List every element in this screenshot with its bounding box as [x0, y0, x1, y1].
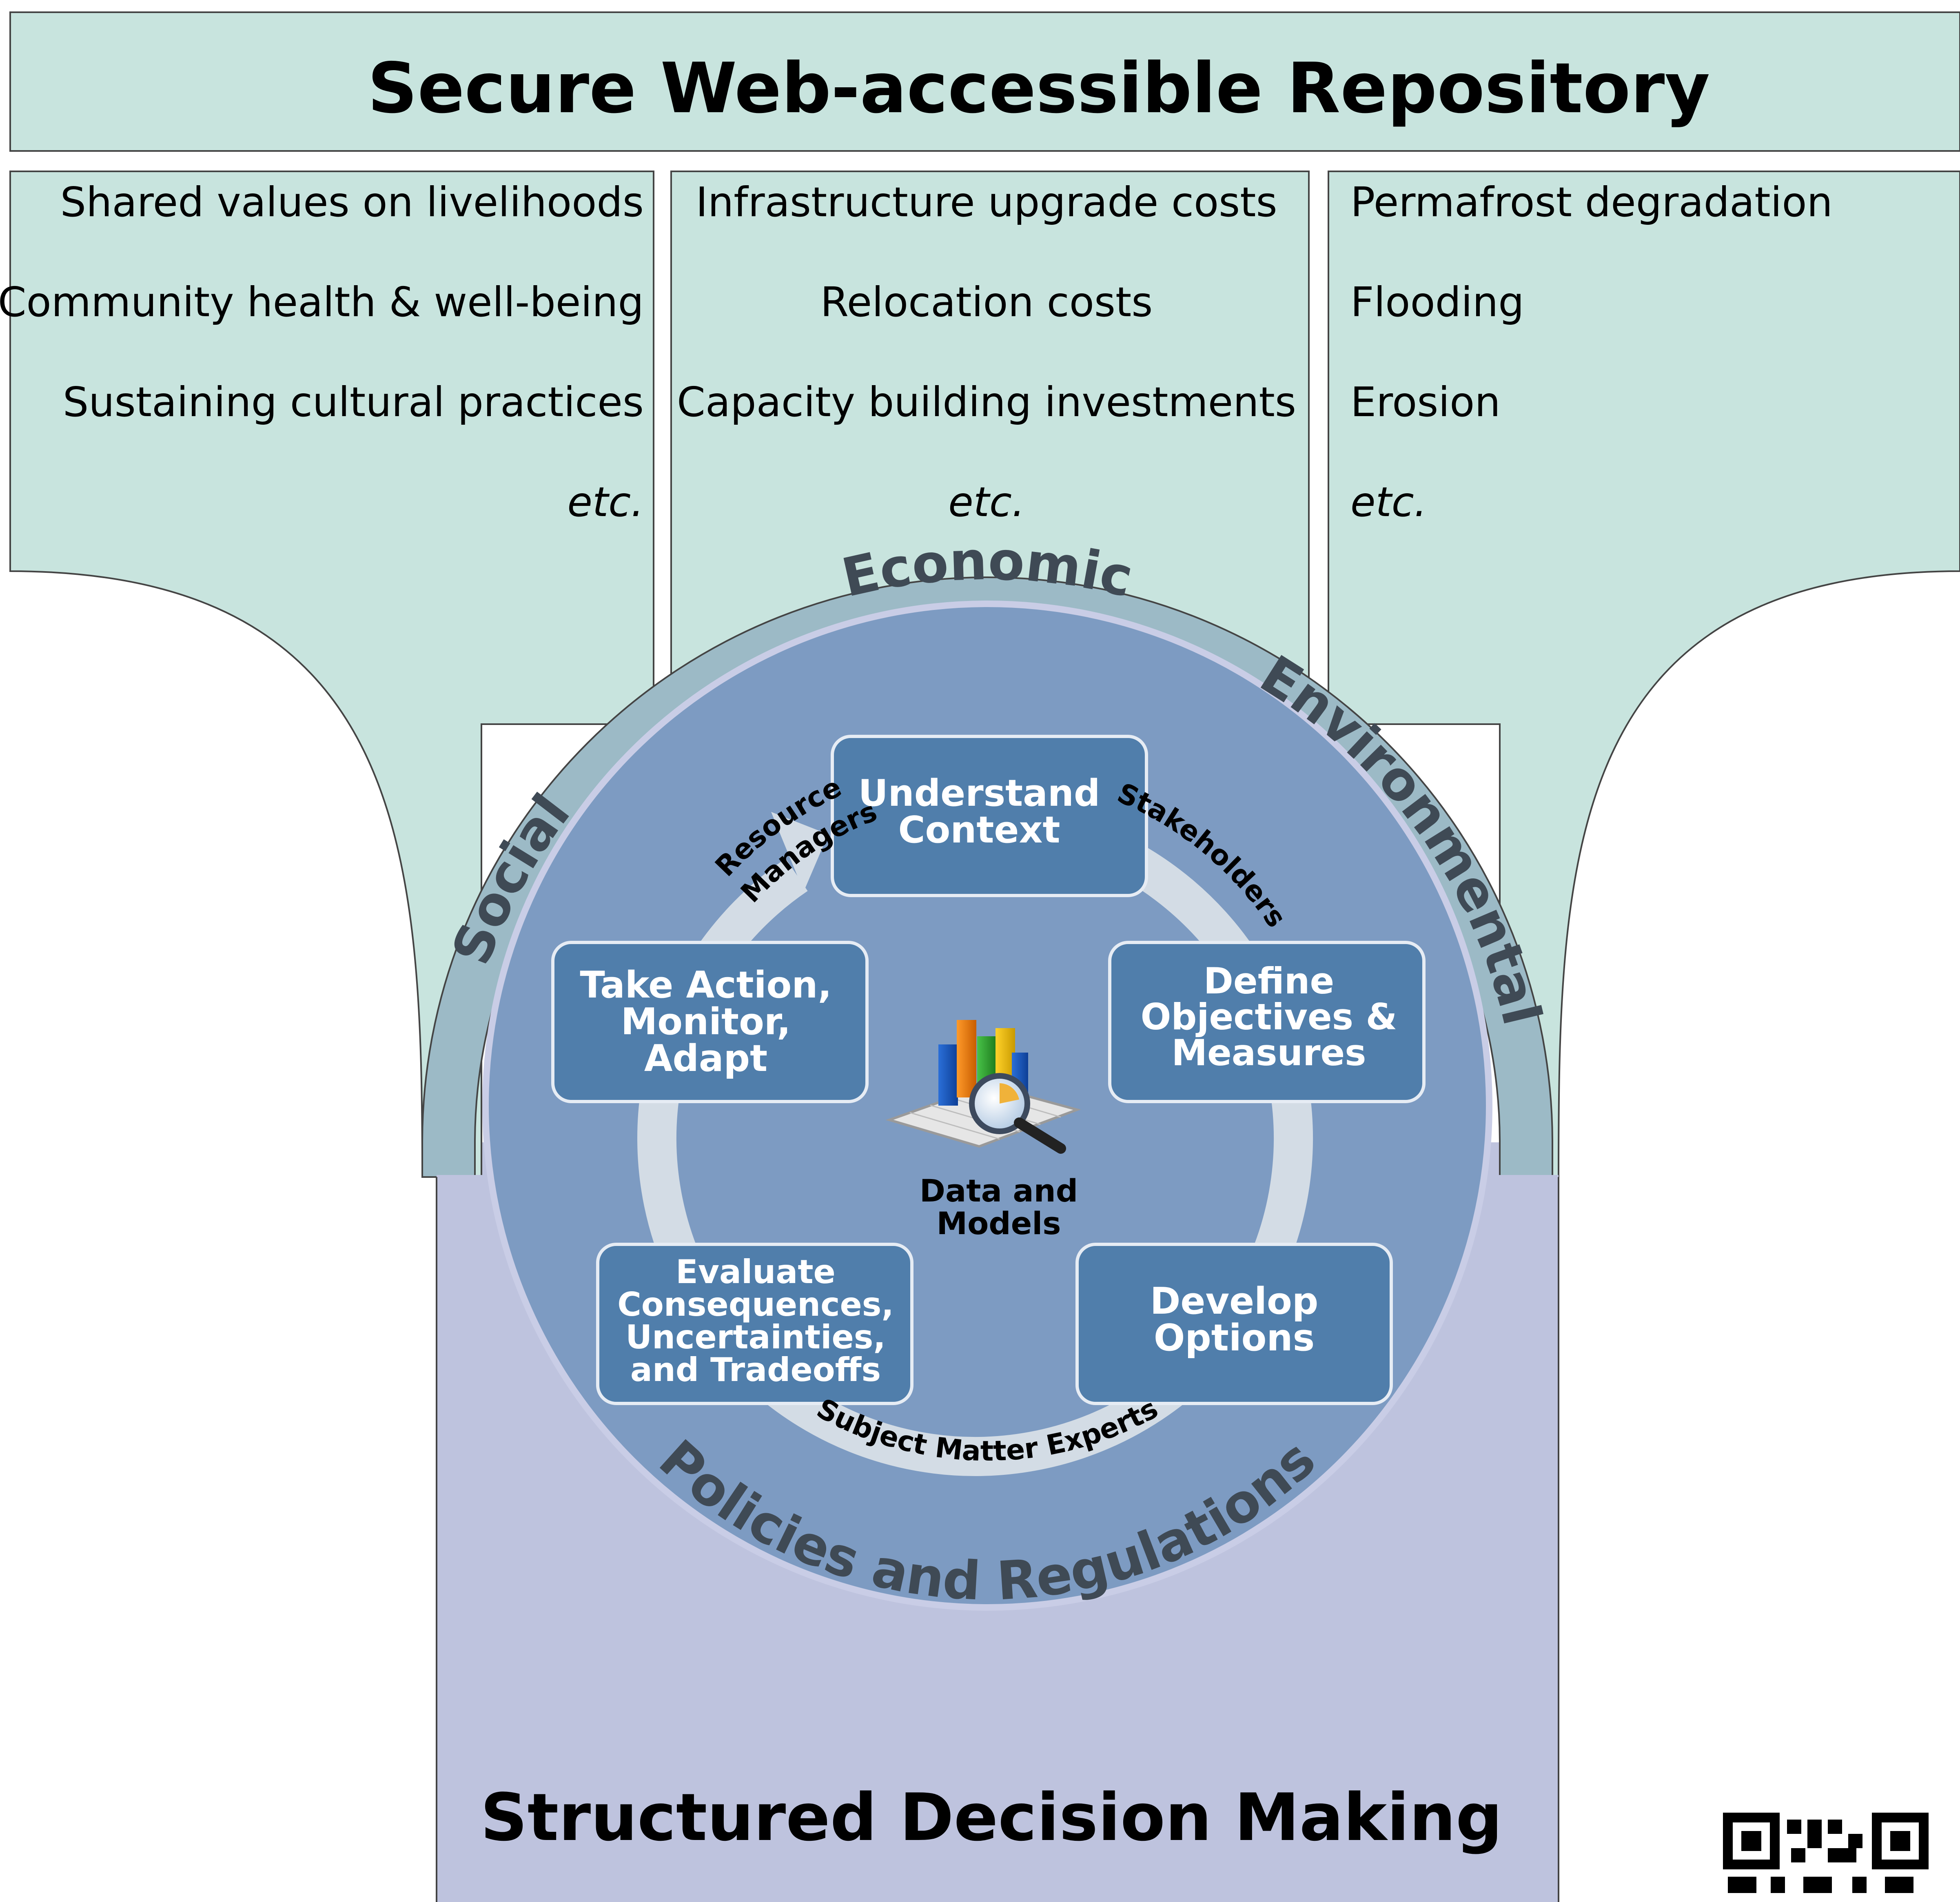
step-develop-options: Develop Options	[1075, 1243, 1393, 1405]
step-line: Understand	[858, 772, 1100, 815]
step-line: Context	[898, 809, 1060, 851]
step-line: Evaluate	[676, 1253, 836, 1291]
step-line: Objectives &	[1141, 996, 1397, 1038]
environmental-column	[1328, 171, 1960, 1178]
step-understand-context: Understand Context	[831, 735, 1148, 897]
social-items: Shared values on livelihoods Community h…	[0, 178, 644, 526]
environmental-item: Flooding	[1350, 278, 1524, 326]
economic-item: Capacity building investments	[677, 378, 1296, 426]
step-line: Develop	[1150, 1280, 1319, 1323]
environmental-etc: etc.	[1350, 478, 1427, 526]
cycle-arrowhead	[771, 812, 828, 891]
step-line: Uncertainties,	[625, 1318, 886, 1356]
social-item: Sustaining cultural practices	[63, 378, 644, 426]
environmental-item: Erosion	[1350, 378, 1501, 426]
data-models-label: Models	[936, 1205, 1061, 1241]
step-evaluate-consequences: Evaluate Consequences, Uncertainties, an…	[596, 1243, 913, 1405]
repository-header	[9, 11, 1960, 152]
economic-items: Infrastructure upgrade costs Relocation …	[677, 178, 1296, 526]
step-take-action: Take Action, Monitor, Adapt	[551, 941, 869, 1103]
environmental-items: Permafrost degradation Flooding Erosion …	[1350, 178, 1833, 526]
step-line: Take Action,	[580, 964, 831, 1006]
step-line: Consequences,	[617, 1286, 894, 1323]
step-line: Adapt	[644, 1037, 767, 1080]
economic-item: Relocation costs	[820, 278, 1153, 326]
step-line: and Tradeoffs	[630, 1351, 881, 1389]
economic-etc: etc.	[948, 478, 1025, 526]
data-models-label: Data and	[920, 1173, 1078, 1209]
social-column	[9, 171, 654, 1178]
step-line: Options	[1154, 1317, 1315, 1359]
step-line: Define	[1204, 960, 1334, 1002]
sdm-title: Structured Decision Making	[481, 1779, 1503, 1855]
step-line: Measures	[1171, 1032, 1366, 1074]
social-etc: etc.	[568, 478, 644, 526]
environmental-item: Permafrost degradation	[1350, 178, 1833, 226]
economic-item: Infrastructure upgrade costs	[696, 178, 1277, 226]
qr-code-icon	[1723, 1813, 1929, 1893]
step-define-objectives: Define Objectives & Measures	[1108, 941, 1426, 1103]
social-item: Shared values on livelihoods	[60, 178, 644, 226]
chart-magnifier-icon	[885, 1020, 1081, 1154]
step-line: Monitor,	[621, 1000, 791, 1043]
social-item: Community health & well-being	[0, 278, 644, 326]
repository-title: Secure Web-accessible Repository	[368, 48, 1710, 129]
